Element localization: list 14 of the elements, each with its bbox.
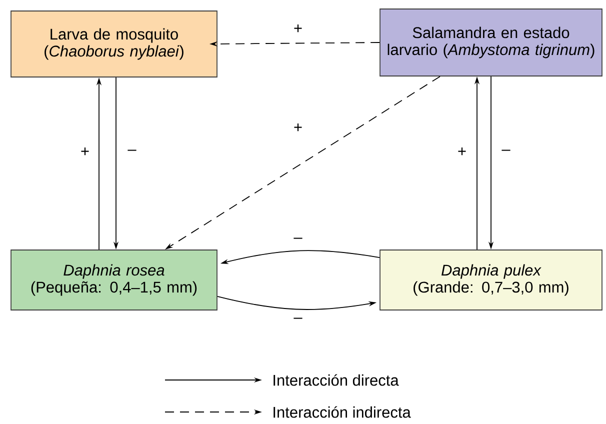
edge-label: +: [79, 146, 91, 158]
species-box: Larva de mosquito (Chaoborus nyblaei): [10, 10, 218, 78]
edge-label: +: [292, 24, 304, 34]
edge-label: +: [456, 146, 468, 158]
legend-text: Interacción indirecta: [274, 406, 411, 418]
species-box: Daphnia pulex (Grande: 0,7–3,0 mm): [380, 250, 602, 310]
species-box: Daphnia rosea (Pequeña: 0,4–1,5 mm): [10, 250, 218, 310]
edge-label: +: [292, 122, 304, 134]
edge-label: –: [500, 148, 512, 156]
edge-label: –: [292, 316, 304, 324]
edge-label: –: [292, 236, 304, 244]
legend-text: Interacción directa: [274, 374, 399, 386]
species-box: Salamandra en estado larvario (Ambystoma tigrinum): [380, 8, 602, 76]
edge-label: –: [126, 148, 138, 156]
